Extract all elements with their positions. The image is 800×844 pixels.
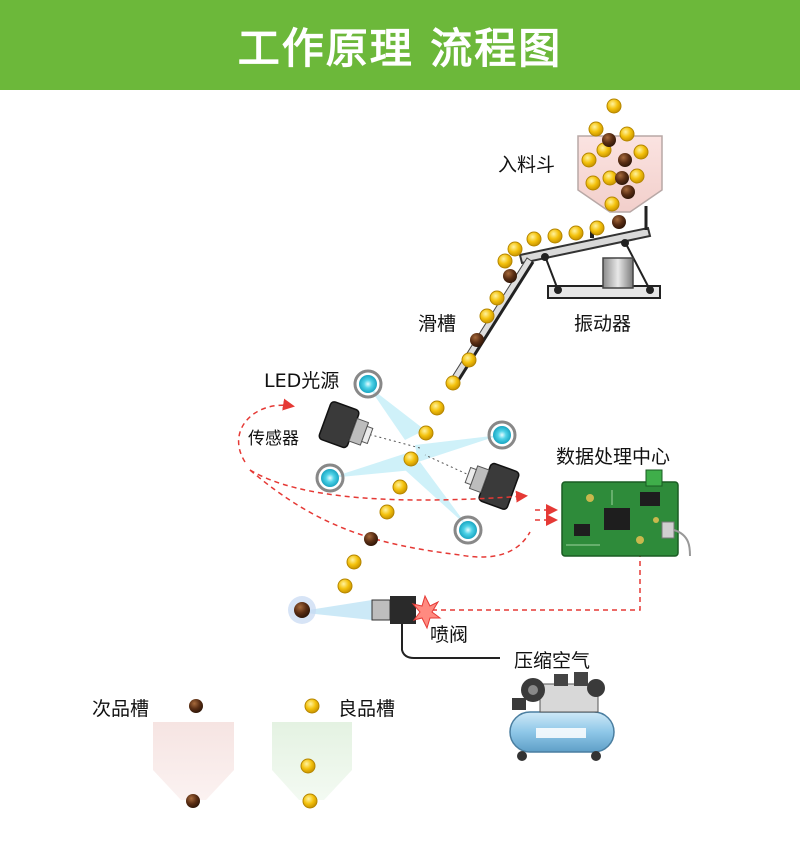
air-compressor-icon (509, 672, 615, 761)
reject-bin-label: 次品槽 (92, 698, 150, 720)
led-light-icon (487, 420, 517, 450)
air-valve-icon (296, 594, 500, 659)
chute-label: 滑槽 (418, 313, 457, 335)
camera-sensor-icon (318, 401, 374, 449)
camera-sensor-icon (464, 462, 520, 510)
air-label: 压缩空气 (514, 650, 591, 672)
flow-diagram (153, 98, 691, 809)
hopper-label: 入料斗 (498, 154, 556, 176)
vibrator (518, 206, 661, 299)
led-label: LED光源 (264, 370, 340, 392)
led-light-icon (353, 369, 383, 399)
circuit-board-icon (561, 469, 691, 557)
led-light-beams (330, 386, 500, 527)
good-bin-label: 良品槽 (338, 698, 396, 720)
sensor-label: 传感器 (248, 429, 299, 449)
page-title: 工作原理 流程图 (237, 23, 563, 73)
led-light-icon (453, 515, 483, 545)
bad-items (186, 133, 635, 808)
good-items (300, 98, 649, 809)
signal-lines (238, 398, 641, 611)
processor-label: 数据处理中心 (556, 446, 671, 468)
chute (446, 257, 535, 390)
header-bar: 工作原理 流程图 (0, 0, 800, 90)
reject-bin (153, 722, 234, 800)
valve-label: 喷阀 (430, 624, 469, 646)
rejected-item-blast (288, 596, 316, 624)
led-light-icon (315, 463, 345, 493)
vibrator-label: 振动器 (574, 313, 632, 335)
